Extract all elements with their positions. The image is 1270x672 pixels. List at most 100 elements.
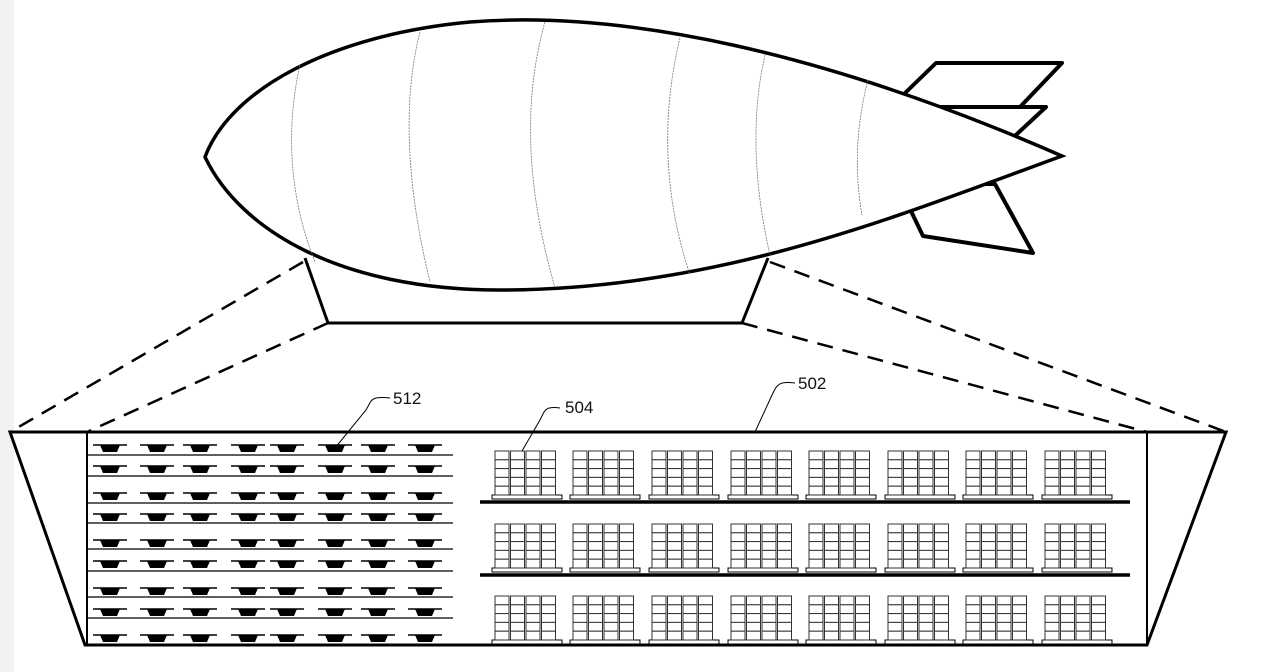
drone-body xyxy=(100,493,120,500)
inventory-box xyxy=(1075,549,1091,560)
projection-lines xyxy=(9,260,1227,434)
drone-body xyxy=(100,540,120,547)
inventory-box xyxy=(903,613,918,623)
inventory-box xyxy=(887,485,903,496)
inventory-box xyxy=(824,450,839,461)
drone-body xyxy=(368,561,388,568)
inventory-box xyxy=(761,558,777,569)
inventory-box xyxy=(887,532,903,543)
drone-icon xyxy=(361,513,395,521)
inventory-box xyxy=(808,532,824,543)
inventory-box xyxy=(1091,613,1106,623)
inventory-box xyxy=(510,595,525,606)
inventory-pallet xyxy=(962,595,1034,645)
inventory-box xyxy=(981,485,996,496)
drone-icon xyxy=(408,634,442,642)
inventory-box xyxy=(682,621,698,632)
drone-icon xyxy=(361,587,395,595)
inventory-box xyxy=(824,549,839,560)
drone-icon xyxy=(318,608,352,616)
inventory-box xyxy=(572,541,588,551)
inventory-box xyxy=(1044,604,1060,615)
drone-icon xyxy=(140,513,174,521)
inventory-box xyxy=(619,558,634,569)
projection-line xyxy=(769,260,1227,434)
inventory-box xyxy=(510,459,525,470)
inventory-box xyxy=(839,523,855,534)
inventory-box xyxy=(965,476,981,487)
drone-body xyxy=(325,561,345,568)
inventory-box xyxy=(808,630,824,641)
inventory-box xyxy=(761,613,777,623)
inventory-box xyxy=(903,523,918,534)
inventory-pallet xyxy=(491,595,563,645)
drone-icon xyxy=(93,560,127,568)
drone-icon xyxy=(408,539,442,547)
drone-body xyxy=(190,514,210,521)
drone-icon xyxy=(318,513,352,521)
inventory-box xyxy=(525,532,541,543)
inventory-box xyxy=(981,549,996,560)
inventory-box xyxy=(698,613,713,623)
inventory-box xyxy=(1044,476,1060,487)
drone-icon xyxy=(270,492,304,500)
inventory-box xyxy=(651,549,667,560)
inventory-box xyxy=(918,613,934,623)
projection-line xyxy=(86,321,329,434)
inventory-box xyxy=(965,450,981,461)
inventory-box xyxy=(934,595,949,606)
inventory-box xyxy=(572,630,588,641)
drone-body xyxy=(100,635,120,642)
inventory-box xyxy=(572,459,588,470)
inventory-box xyxy=(777,459,792,470)
inventory-box xyxy=(981,558,996,569)
inventory-box xyxy=(777,468,792,478)
drone-body xyxy=(277,609,297,616)
drone-body xyxy=(147,609,167,616)
inventory-box xyxy=(588,621,603,632)
inventory-box xyxy=(824,459,839,470)
inventory-box xyxy=(525,476,541,487)
inventory-box xyxy=(839,532,855,543)
inventory-pallet xyxy=(491,523,563,573)
inventory-box xyxy=(965,549,981,560)
inventory-box xyxy=(903,558,918,569)
inventory-box xyxy=(603,485,619,496)
inventory-box xyxy=(1091,604,1106,615)
inventory-box xyxy=(934,468,949,478)
drone-icon xyxy=(318,465,352,473)
inventory-box xyxy=(682,549,698,560)
pallet-base xyxy=(491,567,563,573)
inventory-box xyxy=(918,450,934,461)
inventory-box xyxy=(1091,630,1106,641)
inventory-box xyxy=(651,630,667,641)
inventory-box xyxy=(855,541,870,551)
inventory-box xyxy=(1044,459,1060,470)
inventory-box xyxy=(981,459,996,470)
rib xyxy=(408,31,431,283)
inventory-box xyxy=(777,532,792,543)
inventory-box xyxy=(839,468,855,478)
inventory-box xyxy=(588,485,603,496)
drone-body xyxy=(100,588,120,595)
drone-icon xyxy=(408,608,442,616)
inventory-box xyxy=(934,558,949,569)
inventory-box xyxy=(510,523,525,534)
inventory-box xyxy=(808,485,824,496)
inventory-box xyxy=(761,532,777,543)
inventory-box xyxy=(777,604,792,615)
inventory-box xyxy=(1091,621,1106,632)
drone-body xyxy=(325,609,345,616)
inventory-box xyxy=(777,523,792,534)
inventory-box xyxy=(525,558,541,569)
inventory-box xyxy=(682,613,698,623)
inventory-pallet xyxy=(805,523,877,573)
pallet-base xyxy=(727,639,799,645)
inventory-box xyxy=(761,459,777,470)
inventory-box xyxy=(855,523,870,534)
inventory-box xyxy=(541,558,556,569)
inventory-box xyxy=(1060,558,1075,569)
inventory-box xyxy=(855,532,870,543)
inventory-box xyxy=(603,621,619,632)
drone-icon xyxy=(270,444,304,452)
